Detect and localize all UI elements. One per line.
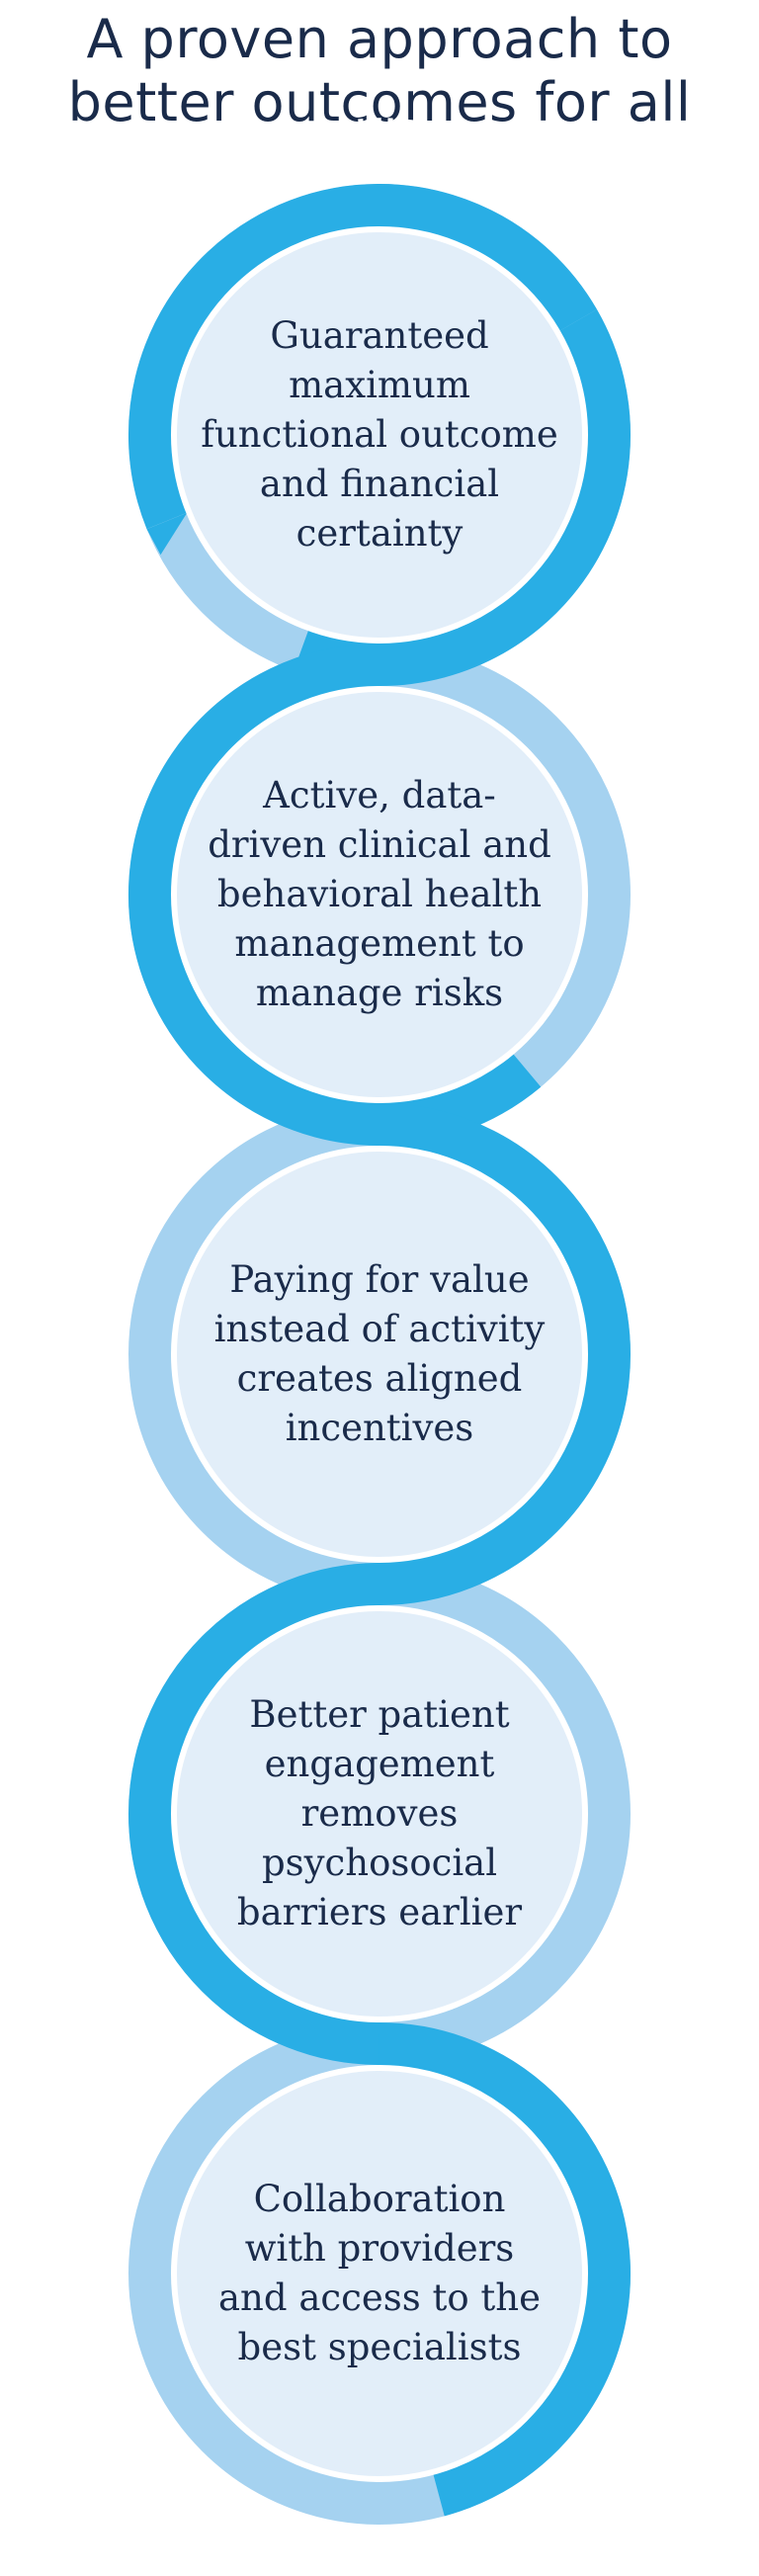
step-text: Paying for value instead of activity creat… — [214, 1258, 546, 1449]
step-text-line: certainty — [296, 512, 464, 555]
step-text-line: and access to the — [218, 2276, 541, 2319]
title-line-2: better outcomes for all — [67, 71, 692, 133]
step-circle — [171, 226, 588, 644]
step-circle — [171, 1605, 588, 2022]
dark-ring-arc — [127, 183, 597, 530]
step-text-line: Guaranteed — [270, 314, 488, 357]
step-text-line: Collaboration — [254, 2178, 506, 2220]
arc-tip — [146, 512, 188, 556]
step-text-line: psychosocial — [262, 1842, 497, 1884]
title-line-1: A proven approach to — [86, 8, 673, 70]
step-text-line: Paying for value — [229, 1258, 529, 1301]
step-circles-layer — [171, 226, 588, 2482]
step-text-line: Active, data- — [262, 774, 496, 816]
step-text-line: incentives — [286, 1407, 474, 1449]
page-title: A proven approach to better outcomes for… — [0, 8, 759, 134]
step-text: Better patient engagement removes psychosoc… — [237, 1693, 522, 1933]
step-text-line: Better patient — [249, 1693, 509, 1736]
step-circle — [171, 2065, 588, 2482]
step-text-line: engagement — [265, 1743, 495, 1785]
dark-ring-arc — [379, 2022, 631, 2517]
step-text: Guaranteed maximum functional outcome and f… — [201, 314, 558, 555]
step-text: Active, data-driven clinical and behavior… — [208, 774, 551, 1014]
dark-ring-arc — [294, 309, 631, 686]
dark-ring-arc — [379, 1103, 631, 1605]
step-text-line: manage risks — [256, 972, 503, 1014]
step-text-line: instead of activity — [214, 1308, 546, 1350]
step-text-line: behavioral health — [217, 873, 542, 915]
step-text-line: barriers earlier — [237, 1891, 522, 1933]
step-text-line: with providers — [245, 2227, 515, 2270]
step-text-line: creates aligned — [237, 1357, 523, 1400]
step-text-line: and financial — [260, 463, 499, 505]
dark-ring-arc — [128, 1563, 380, 2065]
step-text-line: removes — [301, 1792, 459, 1835]
step-text-line: driven clinical and — [208, 823, 551, 866]
step-circle — [171, 686, 588, 1103]
step-text-layer: Guaranteed maximum functional outcome and f… — [201, 314, 558, 2368]
step-circle — [171, 1146, 588, 1563]
step-text-line: management to — [234, 922, 524, 965]
step-text-line: functional outcome — [201, 413, 558, 456]
step-text: Collaboration with providers and access to… — [218, 2178, 541, 2368]
dark-ring-layer — [127, 183, 631, 2517]
step-text-line: best specialists — [238, 2326, 522, 2368]
step-text-line: maximum — [289, 364, 470, 406]
